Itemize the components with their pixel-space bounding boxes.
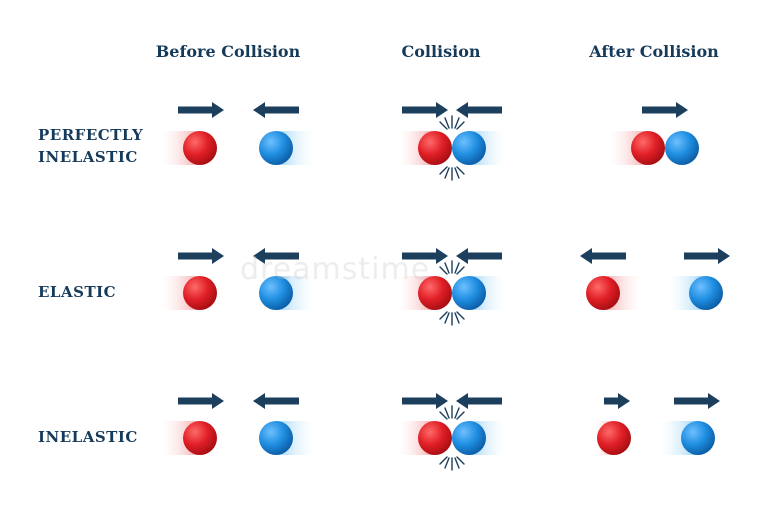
arrow-left-icon	[253, 248, 299, 264]
arrow-left-icon	[253, 102, 299, 118]
header-before-collision: Before Collision	[155, 42, 301, 61]
blue-ball-icon	[689, 276, 723, 310]
row-label-elastic: ELASTIC	[38, 281, 116, 303]
arrow-right-icon	[402, 248, 448, 264]
blue-ball-icon	[452, 131, 486, 165]
red-ball-icon	[597, 421, 631, 455]
arrow-right-icon	[642, 102, 688, 118]
red-ball-icon	[418, 276, 452, 310]
arrow-right-icon	[604, 393, 630, 409]
red-ball-icon	[183, 131, 217, 165]
impact-burst-icon	[439, 405, 465, 471]
arrow-left-icon	[456, 393, 502, 409]
blue-ball-icon	[259, 276, 293, 310]
arrows	[178, 102, 730, 409]
row-label-perfectly-inelastic: PERFECTLY INELASTIC	[38, 124, 143, 168]
arrow-right-icon	[684, 248, 730, 264]
arrow-right-icon	[402, 393, 448, 409]
header-collision: Collision	[401, 42, 481, 61]
arrow-left-icon	[253, 393, 299, 409]
arrow-right-icon	[178, 393, 224, 409]
impact-burst-icon	[439, 260, 465, 326]
blue-ball-icon	[452, 276, 486, 310]
red-ball-icon	[586, 276, 620, 310]
blue-ball-icon	[681, 421, 715, 455]
impact-bursts	[439, 115, 465, 471]
row-label-inelastic-text: INELASTIC	[38, 428, 138, 446]
blue-ball-icon	[665, 131, 699, 165]
watermark-text: dreamstime	[240, 252, 431, 287]
row-label-line-2: INELASTIC	[38, 148, 138, 166]
blue-ball-icon	[452, 421, 486, 455]
red-ball-icon	[631, 131, 665, 165]
row-label-elastic-text: ELASTIC	[38, 283, 117, 301]
red-ball-icon	[418, 421, 452, 455]
arrow-left-icon	[456, 248, 502, 264]
arrow-right-icon	[178, 102, 224, 118]
row-label-inelastic: INELASTIC	[38, 426, 138, 448]
arrow-right-icon	[402, 102, 448, 118]
arrow-left-icon	[580, 248, 626, 264]
arrow-right-icon	[674, 393, 720, 409]
row-label-line-1: PERFECTLY	[38, 126, 144, 144]
balls	[183, 131, 723, 455]
red-ball-icon	[183, 276, 217, 310]
blue-ball-icon	[259, 421, 293, 455]
header-after-collision: After Collision	[589, 42, 719, 61]
impact-burst-icon	[439, 115, 465, 181]
red-ball-icon	[183, 421, 217, 455]
blue-ball-icon	[259, 131, 293, 165]
arrow-right-icon	[178, 248, 224, 264]
red-ball-icon	[418, 131, 452, 165]
arrow-left-icon	[456, 102, 502, 118]
